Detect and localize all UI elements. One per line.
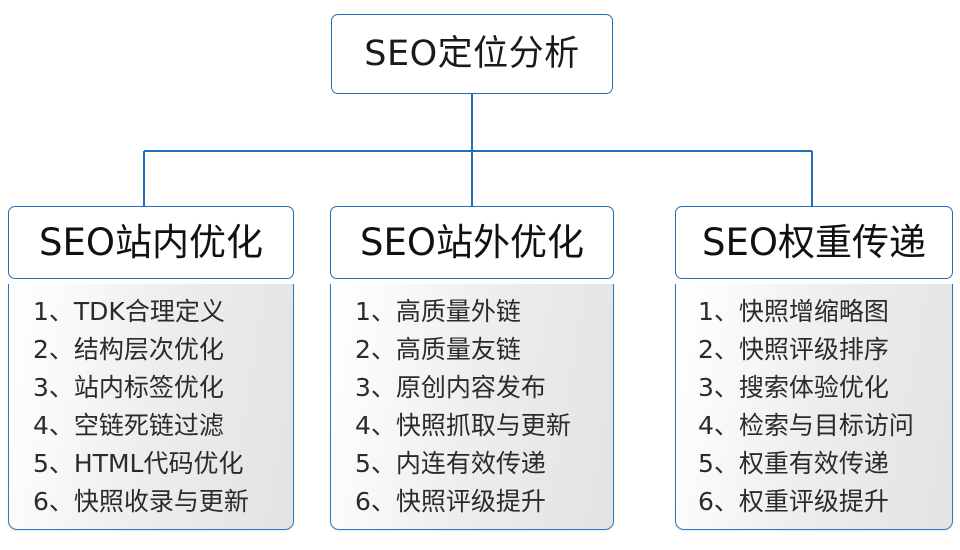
list-item[interactable]: 6、 快照收录与更新 <box>9 483 293 521</box>
list-item-label: 高质量外链 <box>395 297 521 326</box>
list-item-number: 6、 <box>355 487 396 516</box>
list-item[interactable]: 5、 内连有效传递 <box>331 445 613 483</box>
list-item-number: 4、 <box>355 411 396 440</box>
list-item-label: 检索与目标访问 <box>738 411 914 440</box>
list-item-number: 6、 <box>33 487 74 516</box>
list-item-number: 4、 <box>33 411 74 440</box>
list-item[interactable]: 4、 空链死链过滤 <box>9 407 293 445</box>
list-item[interactable]: 5、 权重有效传递 <box>676 445 952 483</box>
branch-body-3: 1、 快照增缩略图 2、 快照评级排序 3、 搜索体验优化 4、 检索与目标访问… <box>675 284 953 530</box>
root-node-title: SEO定位分析 <box>364 33 580 74</box>
list-item-label: 快照抓取与更新 <box>395 411 571 440</box>
branch-body-1: 1、 TDK合理定义 2、 结构层次优化 3、 站内标签优化 4、 空链死链过滤… <box>8 284 294 530</box>
list-item-label: 快照增缩略图 <box>738 297 889 326</box>
branch-body-2: 1、 高质量外链 2、 高质量友链 3、 原创内容发布 4、 快照抓取与更新 5… <box>330 284 614 530</box>
branch-item-list-2: 1、 高质量外链 2、 高质量友链 3、 原创内容发布 4、 快照抓取与更新 5… <box>331 293 613 521</box>
list-item-label: TDK合理定义 <box>73 297 225 326</box>
list-item-number: 3、 <box>33 373 74 402</box>
list-item[interactable]: 6、 快照评级提升 <box>331 483 613 521</box>
list-item-number: 1、 <box>355 297 396 326</box>
branch-column-2: SEO站外优化 1、 高质量外链 2、 高质量友链 3、 原创内容发布 4、 快 <box>330 206 614 530</box>
branch-header-2[interactable]: SEO站外优化 <box>330 206 614 279</box>
list-item[interactable]: 4、 快照抓取与更新 <box>331 407 613 445</box>
list-item-number: 1、 <box>698 297 739 326</box>
root-node[interactable]: SEO定位分析 <box>331 14 613 94</box>
list-item-number: 1、 <box>33 297 74 326</box>
list-item-label: 快照评级提升 <box>395 487 546 516</box>
list-item-label: 快照评级排序 <box>738 335 889 364</box>
list-item-label: 空链死链过滤 <box>73 411 224 440</box>
list-item[interactable]: 3、 原创内容发布 <box>331 369 613 407</box>
branch-item-list-3: 1、 快照增缩略图 2、 快照评级排序 3、 搜索体验优化 4、 检索与目标访问… <box>676 293 952 521</box>
list-item[interactable]: 2、 结构层次优化 <box>9 331 293 369</box>
list-item-number: 3、 <box>698 373 739 402</box>
branch-header-title-1: SEO站内优化 <box>39 221 263 264</box>
list-item-label: 原创内容发布 <box>395 373 546 402</box>
branch-header-title-3: SEO权重传递 <box>702 221 926 264</box>
list-item[interactable]: 4、 检索与目标访问 <box>676 407 952 445</box>
list-item-label: 站内标签优化 <box>73 373 224 402</box>
branch-column-1: SEO站内优化 1、 TDK合理定义 2、 结构层次优化 3、 站内标签优化 4… <box>8 206 294 530</box>
list-item-label: 快照收录与更新 <box>73 487 249 516</box>
list-item-number: 2、 <box>33 335 74 364</box>
list-item-number: 5、 <box>33 449 74 478</box>
branch-header-3[interactable]: SEO权重传递 <box>675 206 953 279</box>
list-item[interactable]: 2、 高质量友链 <box>331 331 613 369</box>
branch-column-3: SEO权重传递 1、 快照增缩略图 2、 快照评级排序 3、 搜索体验优化 4、 <box>675 206 953 530</box>
list-item-number: 2、 <box>698 335 739 364</box>
list-item[interactable]: 3、 搜索体验优化 <box>676 369 952 407</box>
list-item-label: HTML代码优化 <box>73 449 244 478</box>
branch-header-1[interactable]: SEO站内优化 <box>8 206 294 279</box>
list-item-number: 4、 <box>698 411 739 440</box>
list-item[interactable]: 5、 HTML代码优化 <box>9 445 293 483</box>
list-item-number: 3、 <box>355 373 396 402</box>
branch-item-list-1: 1、 TDK合理定义 2、 结构层次优化 3、 站内标签优化 4、 空链死链过滤… <box>9 293 293 521</box>
list-item[interactable]: 1、 快照增缩略图 <box>676 293 952 331</box>
list-item-label: 权重有效传递 <box>738 449 889 478</box>
branch-header-title-2: SEO站外优化 <box>360 221 584 264</box>
list-item-label: 搜索体验优化 <box>738 373 889 402</box>
list-item[interactable]: 6、 权重评级提升 <box>676 483 952 521</box>
list-item[interactable]: 3、 站内标签优化 <box>9 369 293 407</box>
list-item-number: 5、 <box>355 449 396 478</box>
list-item-number: 6、 <box>698 487 739 516</box>
list-item[interactable]: 2、 快照评级排序 <box>676 331 952 369</box>
list-item-label: 权重评级提升 <box>738 487 889 516</box>
list-item[interactable]: 1、 高质量外链 <box>331 293 613 331</box>
list-item-label: 高质量友链 <box>395 335 521 364</box>
list-item-label: 内连有效传递 <box>395 449 546 478</box>
list-item-number: 2、 <box>355 335 396 364</box>
list-item[interactable]: 1、 TDK合理定义 <box>9 293 293 331</box>
list-item-number: 5、 <box>698 449 739 478</box>
list-item-label: 结构层次优化 <box>73 335 224 364</box>
